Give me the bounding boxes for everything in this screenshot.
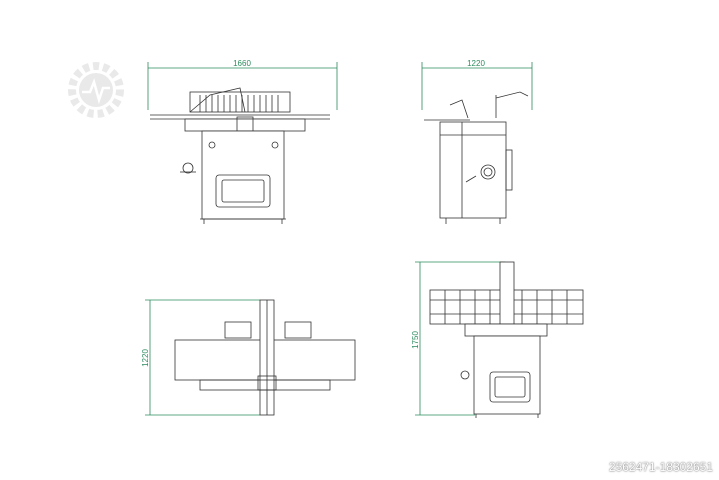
dimension-label: 1220 xyxy=(467,59,485,68)
dimension-label: 1750 xyxy=(411,331,420,349)
rear-view: 1750 xyxy=(411,261,584,418)
top-view: 1220 xyxy=(141,299,356,416)
dimension-1220-left: 1220 xyxy=(141,299,260,416)
dimension-1750: 1750 xyxy=(411,261,505,416)
dimension-label: 1220 xyxy=(141,349,150,367)
dimension-1660: 1660 xyxy=(147,59,338,110)
dimension-label: 1660 xyxy=(233,59,251,68)
watermark-id-text: 2562471-18302651 xyxy=(608,460,713,474)
dimension-1220-top: 1220 xyxy=(421,59,533,110)
side-view: 1220 xyxy=(421,59,533,224)
gear-logo-icon xyxy=(68,62,124,118)
front-view: 1660 xyxy=(147,59,338,224)
